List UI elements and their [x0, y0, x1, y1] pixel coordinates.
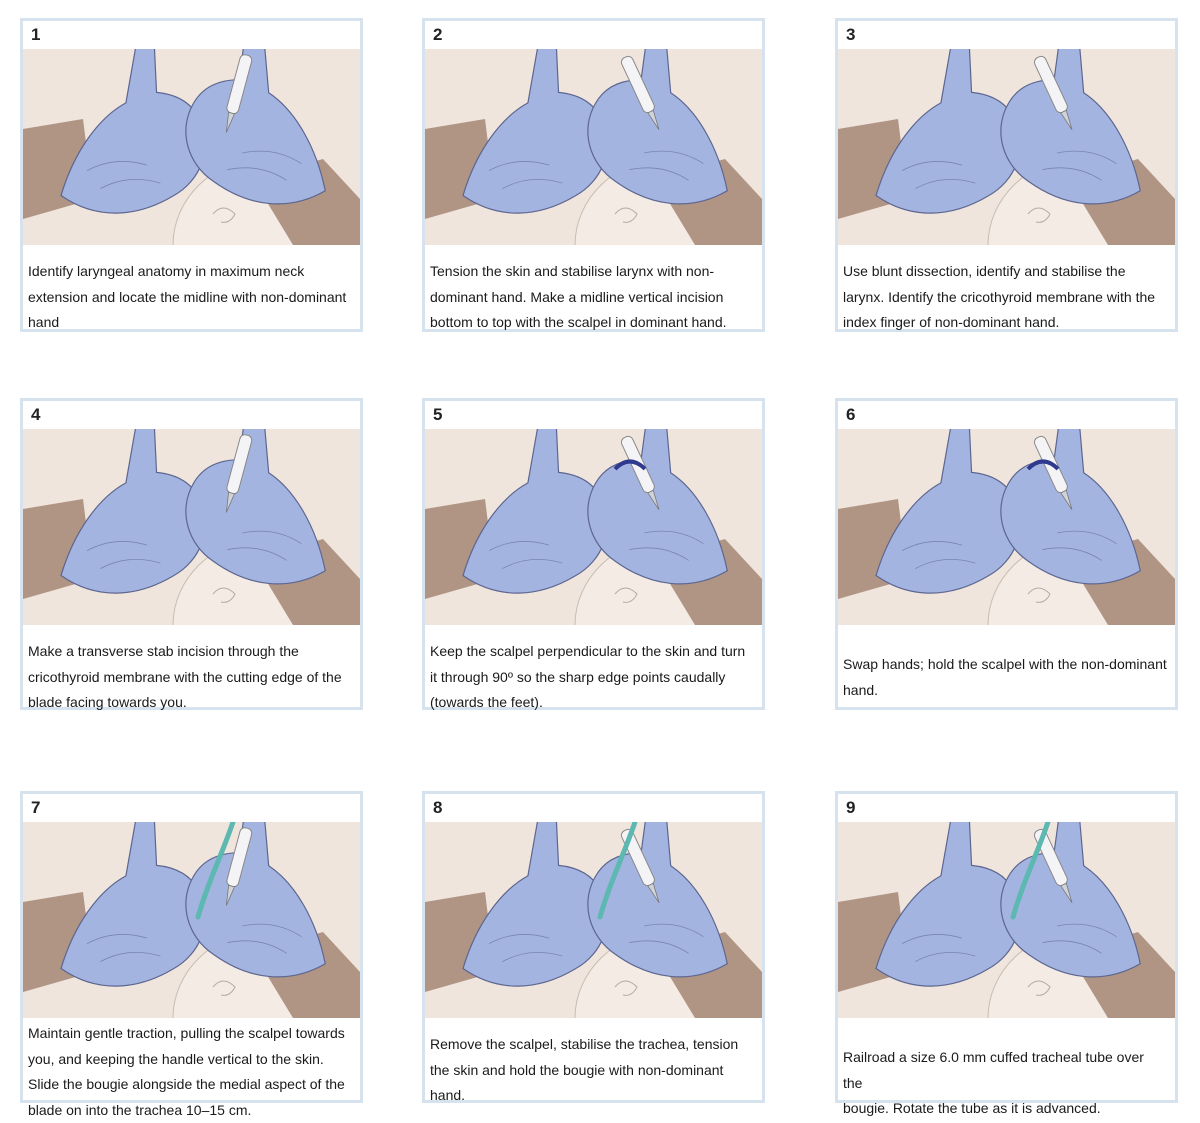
- step-caption: Tension the skin and stabilise larynx wi…: [430, 259, 754, 336]
- caption-line: hand.: [430, 1083, 754, 1109]
- step-caption: Swap hands; hold the scalpel with the no…: [843, 652, 1167, 703]
- step-illustration-frame: [425, 49, 762, 245]
- caption-line: Remove the scalpel, stabilise the trache…: [430, 1032, 754, 1058]
- step-illustration-frame: [23, 49, 360, 245]
- step-illustration: [425, 822, 762, 1018]
- step-number: 2: [433, 25, 442, 45]
- caption-line: you, and keeping the handle vertical to …: [28, 1047, 352, 1073]
- caption-line: Keep the scalpel perpendicular to the sk…: [430, 639, 754, 665]
- step-caption: Use blunt dissection, identify and stabi…: [843, 259, 1167, 336]
- step-number: 6: [846, 405, 855, 425]
- caption-line: Tension the skin and stabilise larynx wi…: [430, 259, 754, 285]
- caption-line: Swap hands; hold the scalpel with the no…: [843, 652, 1167, 678]
- caption-line: Identify laryngeal anatomy in maximum ne…: [28, 259, 352, 285]
- caption-line: blade on into the trachea 10–15 cm.: [28, 1098, 352, 1123]
- caption-line: Make a transverse stab incision through …: [28, 639, 352, 665]
- step-caption: Keep the scalpel perpendicular to the sk…: [430, 639, 754, 716]
- caption-line: bottom to top with the scalpel in domina…: [430, 310, 754, 336]
- caption-line: the skin and hold the bougie with non-do…: [430, 1058, 754, 1084]
- caption-line: hand.: [843, 678, 1167, 704]
- caption-line: it through 90º so the sharp edge points …: [430, 665, 754, 691]
- step-illustration: [838, 822, 1175, 1018]
- step-caption: Maintain gentle traction, pulling the sc…: [28, 1021, 352, 1123]
- caption-line: blade facing towards you.: [28, 690, 352, 716]
- step-illustration-frame: [425, 429, 762, 625]
- step-illustration: [838, 429, 1175, 625]
- step-caption: Make a transverse stab incision through …: [28, 639, 352, 716]
- step-number: 9: [846, 798, 855, 818]
- caption-line: hand: [28, 310, 352, 336]
- caption-line: dominant hand. Make a midline vertical i…: [430, 285, 754, 311]
- caption-line: Use blunt dissection, identify and stabi…: [843, 259, 1167, 285]
- caption-line: extension and locate the midline with no…: [28, 285, 352, 311]
- step-illustration: [425, 49, 762, 245]
- step-caption: Railroad a size 6.0 mm cuffed tracheal t…: [843, 1045, 1167, 1122]
- step-illustration-frame: [23, 822, 360, 1018]
- step-number: 8: [433, 798, 442, 818]
- step-illustration: [23, 822, 360, 1018]
- step-number: 4: [31, 405, 40, 425]
- step-illustration-frame: [425, 822, 762, 1018]
- step-illustration-frame: [838, 429, 1175, 625]
- caption-line: index finger of non-dominant hand.: [843, 310, 1167, 336]
- caption-line: larynx. Identify the cricothyroid membra…: [843, 285, 1167, 311]
- step-number: 7: [31, 798, 40, 818]
- step-illustration: [838, 49, 1175, 245]
- step-illustration: [23, 429, 360, 625]
- step-number: 1: [31, 25, 40, 45]
- step-number: 5: [433, 405, 442, 425]
- step-illustration-frame: [23, 429, 360, 625]
- step-caption: Remove the scalpel, stabilise the trache…: [430, 1032, 754, 1109]
- caption-line: (towards the feet).: [430, 690, 754, 716]
- step-illustration-frame: [838, 49, 1175, 245]
- step-number: 3: [846, 25, 855, 45]
- step-illustration: [425, 429, 762, 625]
- step-illustration: [23, 49, 360, 245]
- caption-line: cricothyroid membrane with the cutting e…: [28, 665, 352, 691]
- step-caption: Identify laryngeal anatomy in maximum ne…: [28, 259, 352, 336]
- caption-line: Slide the bougie alongside the medial as…: [28, 1072, 352, 1098]
- step-illustration-frame: [838, 822, 1175, 1018]
- caption-line: Railroad a size 6.0 mm cuffed tracheal t…: [843, 1045, 1167, 1096]
- caption-line: Maintain gentle traction, pulling the sc…: [28, 1021, 352, 1047]
